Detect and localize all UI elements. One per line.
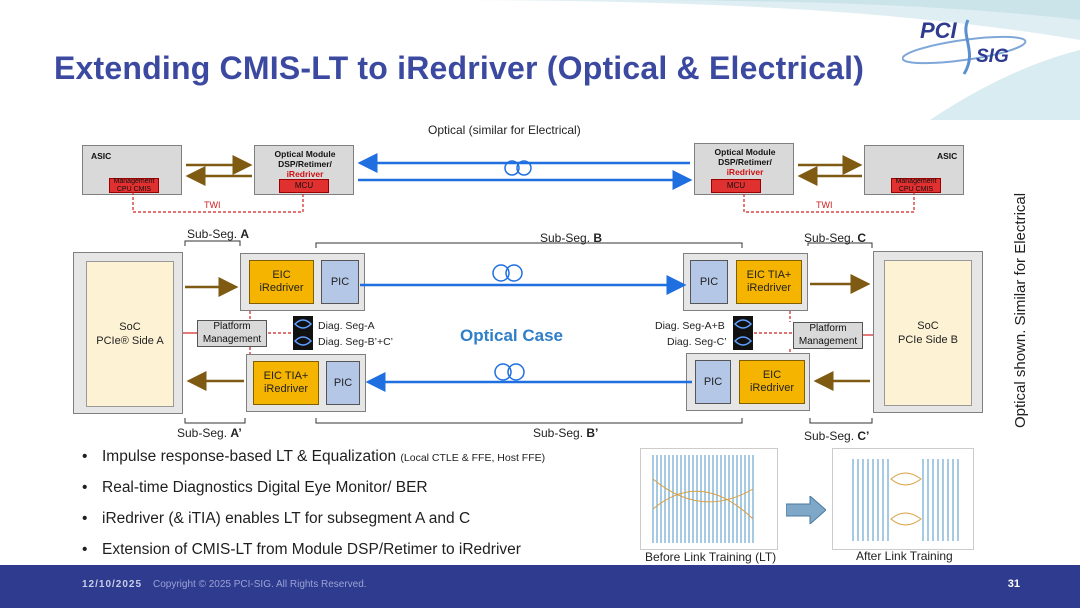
module-bottom-left: EIC TIA+iRedriver PIC (246, 354, 366, 412)
subseg-b2-label: Sub-Seg. B’ (533, 426, 599, 440)
arrow-right-icon (786, 496, 826, 524)
optical-module-left: Optical Module DSP/Retimer/ iRedriver MC… (254, 145, 354, 195)
optical-case-label: Optical Case (460, 326, 563, 345)
header-swoosh (430, 0, 1080, 120)
twi-right: TWI (816, 200, 833, 210)
mcu-right: MCU (711, 179, 761, 193)
plot-after-label: After Link Training (856, 549, 953, 563)
bullet-list: Impulse response-based LT & Equalization… (80, 446, 640, 570)
subseg-b-label: Sub-Seg. B (540, 231, 603, 245)
optical-module-right: Optical Module DSP/Retimer/ iRedriver MC… (694, 143, 794, 195)
bullet-item: Impulse response-based LT & Equalization… (80, 446, 640, 477)
module-right-line1: Optical Module (714, 147, 776, 157)
mgmt-cpu-left: Management CPU CMIS (109, 178, 159, 193)
diag-seg-b-c: Diag. Seg-B’+C’ (318, 336, 393, 348)
footer-bar: 12/10/2025 Copyright © 2025 PCI-SIG. All… (0, 565, 1080, 608)
bullet-item: Extension of CMIS-LT from Module DSP/Ret… (80, 539, 640, 570)
module-right-line2: DSP/Retimer/ (718, 157, 772, 167)
eye-monitor-icon-left (293, 316, 313, 350)
subseg-a-label: Sub-Seg. A (187, 227, 250, 241)
subseg-c-label: Sub-Seg. C (804, 231, 867, 245)
plot-before-label: Before Link Training (LT) (645, 550, 777, 564)
module-left-line1: Optical Module (274, 149, 336, 159)
logo-text-sig: SIG (976, 46, 1009, 67)
asic-left: ASIC Management CPU CMIS (82, 145, 182, 195)
eye-plot-after (832, 448, 974, 550)
mcu-left: MCU (279, 179, 329, 193)
logo-text-pci: PCI (920, 18, 957, 43)
asic-right: ASIC Management CPU CMIS (864, 145, 964, 195)
top-diagram-caption: Optical (similar for Electrical) (428, 123, 581, 137)
mgmt-cpu-right: Management CPU CMIS (891, 178, 941, 193)
bullet-item: iRedriver (& iTIA) enables LT for subseg… (80, 508, 640, 539)
diag-seg-c: Diag. Seg-C’ (667, 336, 727, 348)
footer-date: 12/10/2025 (82, 579, 143, 590)
pci-sig-logo: PCI SIG (901, 16, 1052, 76)
module-top-right: PIC EIC TIA+iRedriver (683, 253, 808, 311)
diag-seg-a: Diag. Seg-A (318, 320, 375, 332)
page-number: 31 (1007, 578, 1020, 590)
module-right-line3: iRedriver (726, 167, 764, 177)
footer-copyright: Copyright © 2025 PCI-SIG. All Rights Res… (153, 579, 367, 590)
subseg-c2-label: Sub-Seg. C’ (804, 429, 870, 443)
page-title: Extending CMIS-LT to iRedriver (Optical … (54, 50, 865, 86)
diag-seg-a-b: Diag. Seg-A+B (655, 320, 725, 332)
eye-monitor-icon-right (733, 316, 753, 350)
eye-plot-before (640, 448, 778, 550)
module-left-line3: iRedriver (286, 169, 324, 179)
subseg-a2-label: Sub-Seg. A’ (177, 426, 242, 440)
bullet-item: Real-time Diagnostics Digital Eye Monito… (80, 477, 640, 508)
module-left-line2: DSP/Retimer/ (278, 159, 332, 169)
twi-left: TWI (204, 200, 221, 210)
